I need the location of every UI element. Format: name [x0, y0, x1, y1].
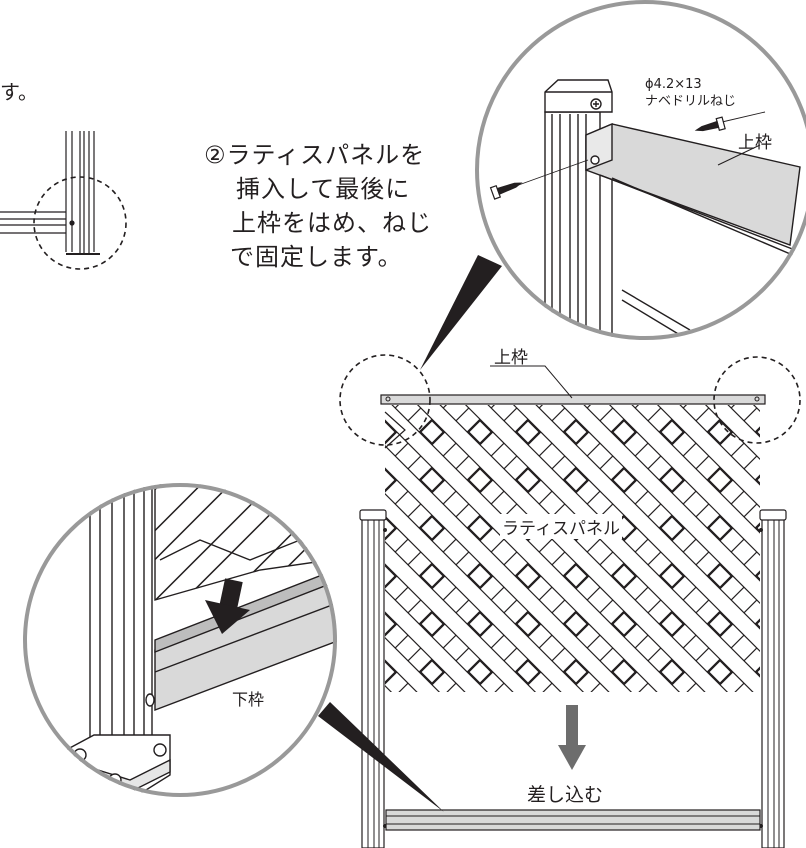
screw-icon	[489, 116, 726, 200]
previous-step-detail	[0, 131, 127, 270]
screw-name: ナベドリルねじ	[645, 94, 737, 109]
top-frame-label: 上枠	[494, 348, 528, 368]
previous-step-text: す。	[0, 80, 38, 104]
bottom-zoom-detail	[23, 483, 337, 797]
fence-assembly	[339, 354, 801, 848]
step-number: ②	[204, 141, 227, 169]
top-zoom-leader	[420, 255, 502, 370]
insert-label: 差し込む	[527, 784, 604, 806]
bottom-frame-label: 下枠	[232, 690, 265, 709]
lattice-panel-label: ラティスパネル	[500, 514, 622, 539]
top-zoom-detail	[475, 0, 806, 340]
arrow-down-icon	[558, 705, 586, 770]
screw-spec: ϕ4.2×13 ナベドリルねじ	[645, 76, 736, 110]
arrow-down-icon	[205, 578, 250, 634]
instruction-line-2: 挿入して最後に	[236, 175, 411, 203]
instruction-line-4: で固定します。	[230, 243, 403, 271]
top-frame-leader	[490, 365, 573, 399]
instruction-line-1: ②ラティスパネルを	[204, 141, 426, 169]
instruction-block: ②ラティスパネルを 挿入して最後に 上枠をはめ、ねじ で固定します。	[204, 138, 432, 274]
top-frame-zoom-label: 上枠	[738, 133, 772, 153]
screw-size: ϕ4.2×13	[645, 77, 702, 92]
instruction-line-3: 上枠をはめ、ねじ	[232, 209, 432, 237]
bottom-zoom-leader	[318, 702, 444, 812]
